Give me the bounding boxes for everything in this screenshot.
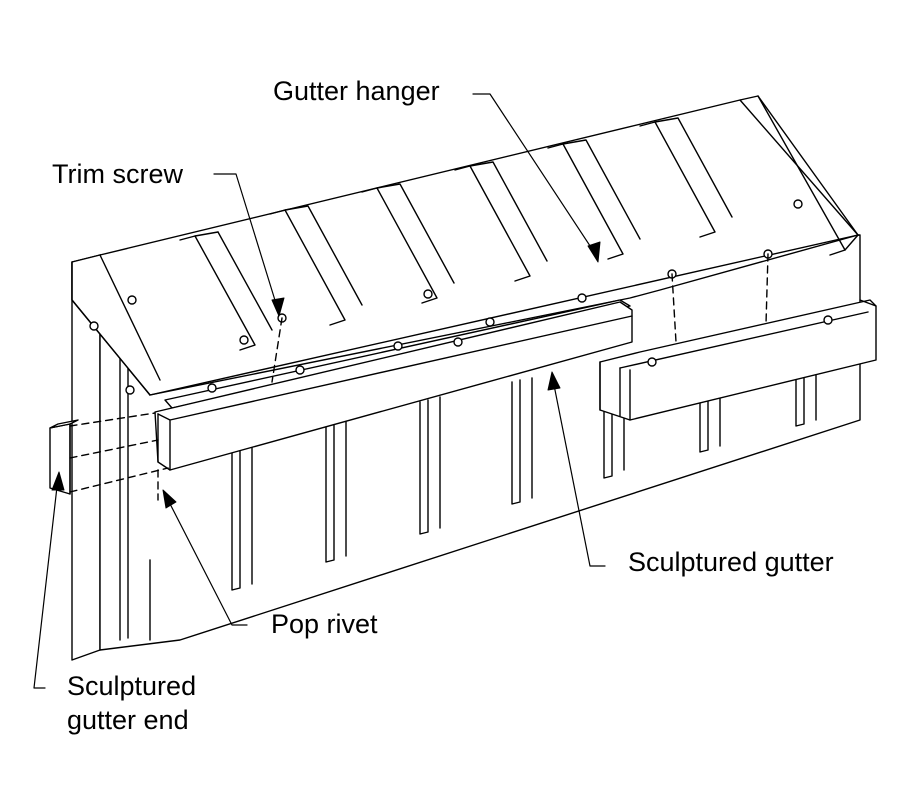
- screw-dot: [453, 337, 463, 347]
- roof-eave-line: [150, 235, 858, 395]
- screw-dot: [647, 357, 657, 367]
- pop-rivet-label: Pop rivet: [271, 609, 378, 639]
- leader-sculptured-gutter: [553, 380, 605, 566]
- sculptured-gutter-label: Sculptured gutter: [628, 547, 834, 577]
- screw-dot: [793, 199, 803, 209]
- leader-pop-rivet: [166, 496, 247, 625]
- screw-dot: [423, 289, 433, 299]
- leader-lines: [34, 94, 605, 688]
- leader-gutter-end: [34, 478, 58, 688]
- arrowhead-trim-screw: [272, 298, 284, 316]
- screw-dot: [393, 341, 403, 351]
- leader-trim-screw: [214, 174, 278, 310]
- screw-dot: [207, 383, 217, 393]
- screw-dot: [485, 317, 495, 327]
- sculptured-gutter-end-label-line1: Sculptured: [67, 671, 197, 701]
- roof-panel: [72, 96, 858, 395]
- arrowhead-gutter-hanger: [588, 242, 600, 262]
- gutter-end-dash-lines: [70, 413, 168, 492]
- trim-screw-label: Trim screw: [52, 159, 183, 189]
- fastener-drop-lines: [158, 254, 768, 500]
- gutter-hanger-label: Gutter hanger: [273, 76, 440, 106]
- sculptured-gutter-end-label-line2: gutter end: [67, 705, 189, 735]
- sculptured-gutter-end-label: Sculptured gutter end: [67, 669, 196, 737]
- screw-dot: [239, 335, 249, 345]
- leader-gutter-hanger: [473, 94, 598, 258]
- screw-dot: [823, 315, 833, 325]
- screw-dot: [127, 295, 137, 305]
- arrowhead-sculptured-gutter: [548, 372, 560, 390]
- arrowheads: [52, 242, 600, 508]
- roof-ribs: [72, 96, 858, 395]
- sculptured-gutter-end: [50, 413, 168, 494]
- screw-dot: [577, 293, 587, 303]
- sculptured-gutter-front: [155, 302, 632, 470]
- screw-dot: [295, 365, 305, 375]
- screw-dot: [125, 385, 135, 395]
- arrowhead-gutter-end: [52, 472, 64, 490]
- screw-dot: [89, 321, 99, 331]
- fasteners: [89, 199, 833, 395]
- arrowhead-pop-rivet: [163, 490, 176, 508]
